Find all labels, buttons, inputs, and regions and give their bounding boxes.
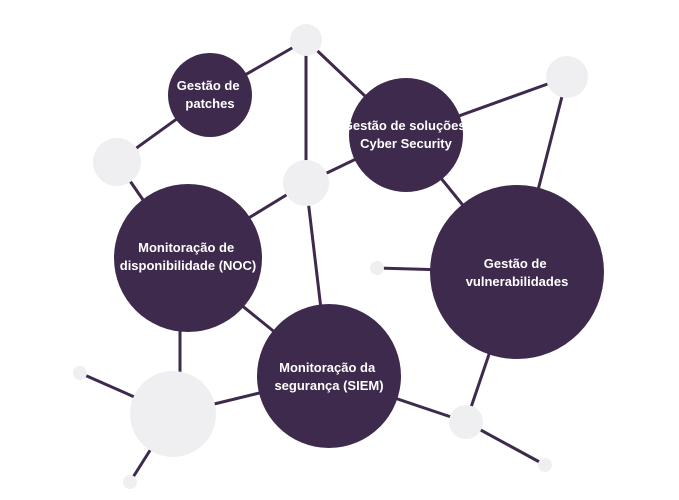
main-nodes xyxy=(114,53,604,448)
node-patches-label: Gestão de patches xyxy=(177,78,243,111)
node-patches xyxy=(168,53,252,137)
node-vulnerabilidades-label-line-1: Gestão de xyxy=(484,256,547,271)
node-vulnerabilidades-label: Gestão de vulnerabilidades xyxy=(466,256,569,289)
node-siem xyxy=(257,304,401,448)
node-cyber-security-label: Gestão de soluções Cyber Security xyxy=(343,118,469,151)
node-siem-label-line-2: segurança (SIEM) xyxy=(274,378,383,393)
connector-left xyxy=(93,138,141,186)
connector-bottom-left-small xyxy=(123,475,137,489)
node-noc-label-line-1: Monitoração de xyxy=(138,240,234,255)
connector-circles xyxy=(73,24,588,489)
node-labels: Gestão de patches Gestão de soluções Cyb… xyxy=(120,78,569,393)
node-noc-label: Monitoração de disponibilidade (NOC) xyxy=(120,240,257,273)
node-vulnerabilidades-label-line-2: vulnerabilidades xyxy=(466,274,569,289)
connector-small-middle xyxy=(370,261,384,275)
connector-bottom-right-small xyxy=(538,458,552,472)
node-vulnerabilidades xyxy=(430,185,604,359)
node-noc-label-line-2: disponibilidade (NOC) xyxy=(120,258,257,273)
node-cyber-security xyxy=(349,78,463,192)
node-patches-label-line-1: Gestão de xyxy=(177,78,240,93)
connector-bottom-right xyxy=(449,405,483,439)
connector-center xyxy=(283,160,329,206)
node-cyber-security-label-line-2: Cyber Security xyxy=(360,136,453,151)
connector-far-left-small xyxy=(73,366,87,380)
node-siem-label: Monitoração da segurança (SIEM) xyxy=(274,360,383,393)
connector-bottom-left-large xyxy=(130,371,216,457)
connector-right xyxy=(546,56,588,98)
connector-top xyxy=(290,24,322,56)
node-patches-label-line-2: patches xyxy=(185,96,234,111)
node-cyber-security-label-line-1: Gestão de soluções xyxy=(343,118,466,133)
node-siem-label-line-1: Monitoração da xyxy=(279,360,376,375)
node-noc xyxy=(114,184,262,332)
